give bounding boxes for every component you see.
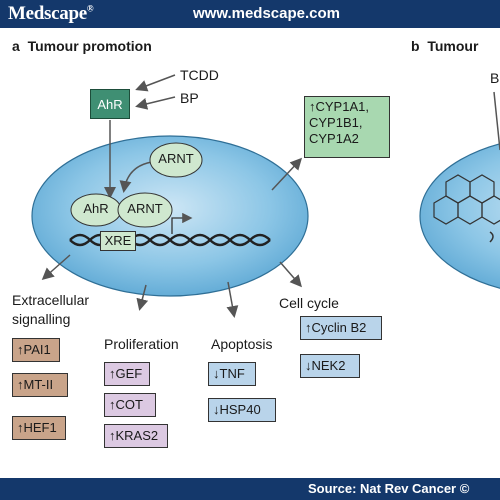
panel-a-heading: Tumour promotion	[27, 38, 152, 54]
footer-bar: Source: Nat Rev Cancer ©	[0, 478, 500, 500]
proliferation-label: Proliferation	[104, 336, 179, 352]
diagram-canvas	[31, 74, 500, 318]
source-credit[interactable]: Source: Nat Rev Cancer ©	[308, 481, 470, 496]
extracellular-label-line-2: signalling	[12, 311, 71, 327]
gene-box-gef: ↑GEF	[104, 362, 150, 386]
apoptosis-label: Apoptosis	[211, 336, 273, 352]
panel-b-arrow	[493, 91, 500, 151]
extracellular-label: Extracellular signalling	[12, 291, 89, 329]
nucleus-oval-panel-b	[419, 143, 500, 289]
apoptosis-arrow	[226, 281, 239, 318]
panel-b-title: b Tumour	[411, 38, 478, 54]
gene-box-cot: ↑COT	[104, 393, 156, 417]
panel-b-label-fragment: B	[490, 70, 500, 86]
cyp-line-2: CYP1B1,	[309, 115, 363, 130]
cyp-line-1: ↑CYP1A1,	[309, 99, 369, 114]
extracellular-label-line-1: Extracellular	[12, 292, 90, 308]
gene-box-hsp40: ↓HSP40	[208, 398, 276, 422]
cyp-gene-box: ↑CYP1A1, CYP1B1, CYP1A2	[304, 96, 390, 158]
site-url[interactable]: www.medscape.com	[193, 5, 340, 22]
proliferation-arrow	[136, 284, 149, 311]
bp-arrow	[135, 96, 176, 110]
extracellular-arrow	[41, 254, 71, 280]
tcdd-arrow	[135, 74, 176, 92]
benzopyrene-structure	[433, 174, 500, 225]
panel-b-heading: Tumour	[427, 38, 479, 54]
gene-box-hef1: ↑HEF1	[12, 416, 66, 440]
tcdd-label: TCDD	[180, 67, 219, 83]
gene-box-mt-ii: ↑MT-II	[12, 373, 68, 397]
registered-mark: ®	[86, 3, 94, 14]
panel-b-letter: b	[411, 38, 420, 54]
panel-a-title: a Tumour promotion	[12, 38, 152, 54]
panel-b-hook	[489, 231, 494, 243]
header-bar: Medscape® www.medscape.com	[0, 0, 500, 28]
arnt-bound-ellipse	[117, 192, 173, 228]
gene-box-nek2: ↓NEK2	[300, 354, 360, 378]
gene-box-cyclin-b2: ↑Cyclin B2	[300, 316, 382, 340]
ahr-bound-label: AhR	[83, 201, 109, 216]
cyp-arrow	[271, 157, 303, 191]
gene-box-tnf: ↓TNF	[208, 362, 256, 386]
panel-a-letter: a	[12, 38, 20, 54]
arnt-free-ellipse	[149, 142, 203, 178]
gene-box-pai1: ↑PAI1	[12, 338, 60, 362]
cell-cycle-arrow	[279, 261, 302, 288]
xre-box: XRE	[100, 231, 136, 251]
cyp-line-3: CYP1A2	[309, 131, 359, 146]
medscape-logo[interactable]: Medscape®	[8, 3, 94, 24]
ahr-box: AhR	[90, 89, 130, 119]
arnt-binding-arrow	[119, 161, 153, 193]
transcription-start-arrow	[171, 212, 193, 234]
arnt-bound-label: ARNT	[127, 201, 163, 216]
gene-box-kras2: ↑KRAS2	[104, 424, 168, 448]
bp-label: BP	[180, 90, 199, 106]
cell-cycle-label: Cell cycle	[279, 295, 339, 311]
arnt-free-label: ARNT	[158, 151, 194, 166]
